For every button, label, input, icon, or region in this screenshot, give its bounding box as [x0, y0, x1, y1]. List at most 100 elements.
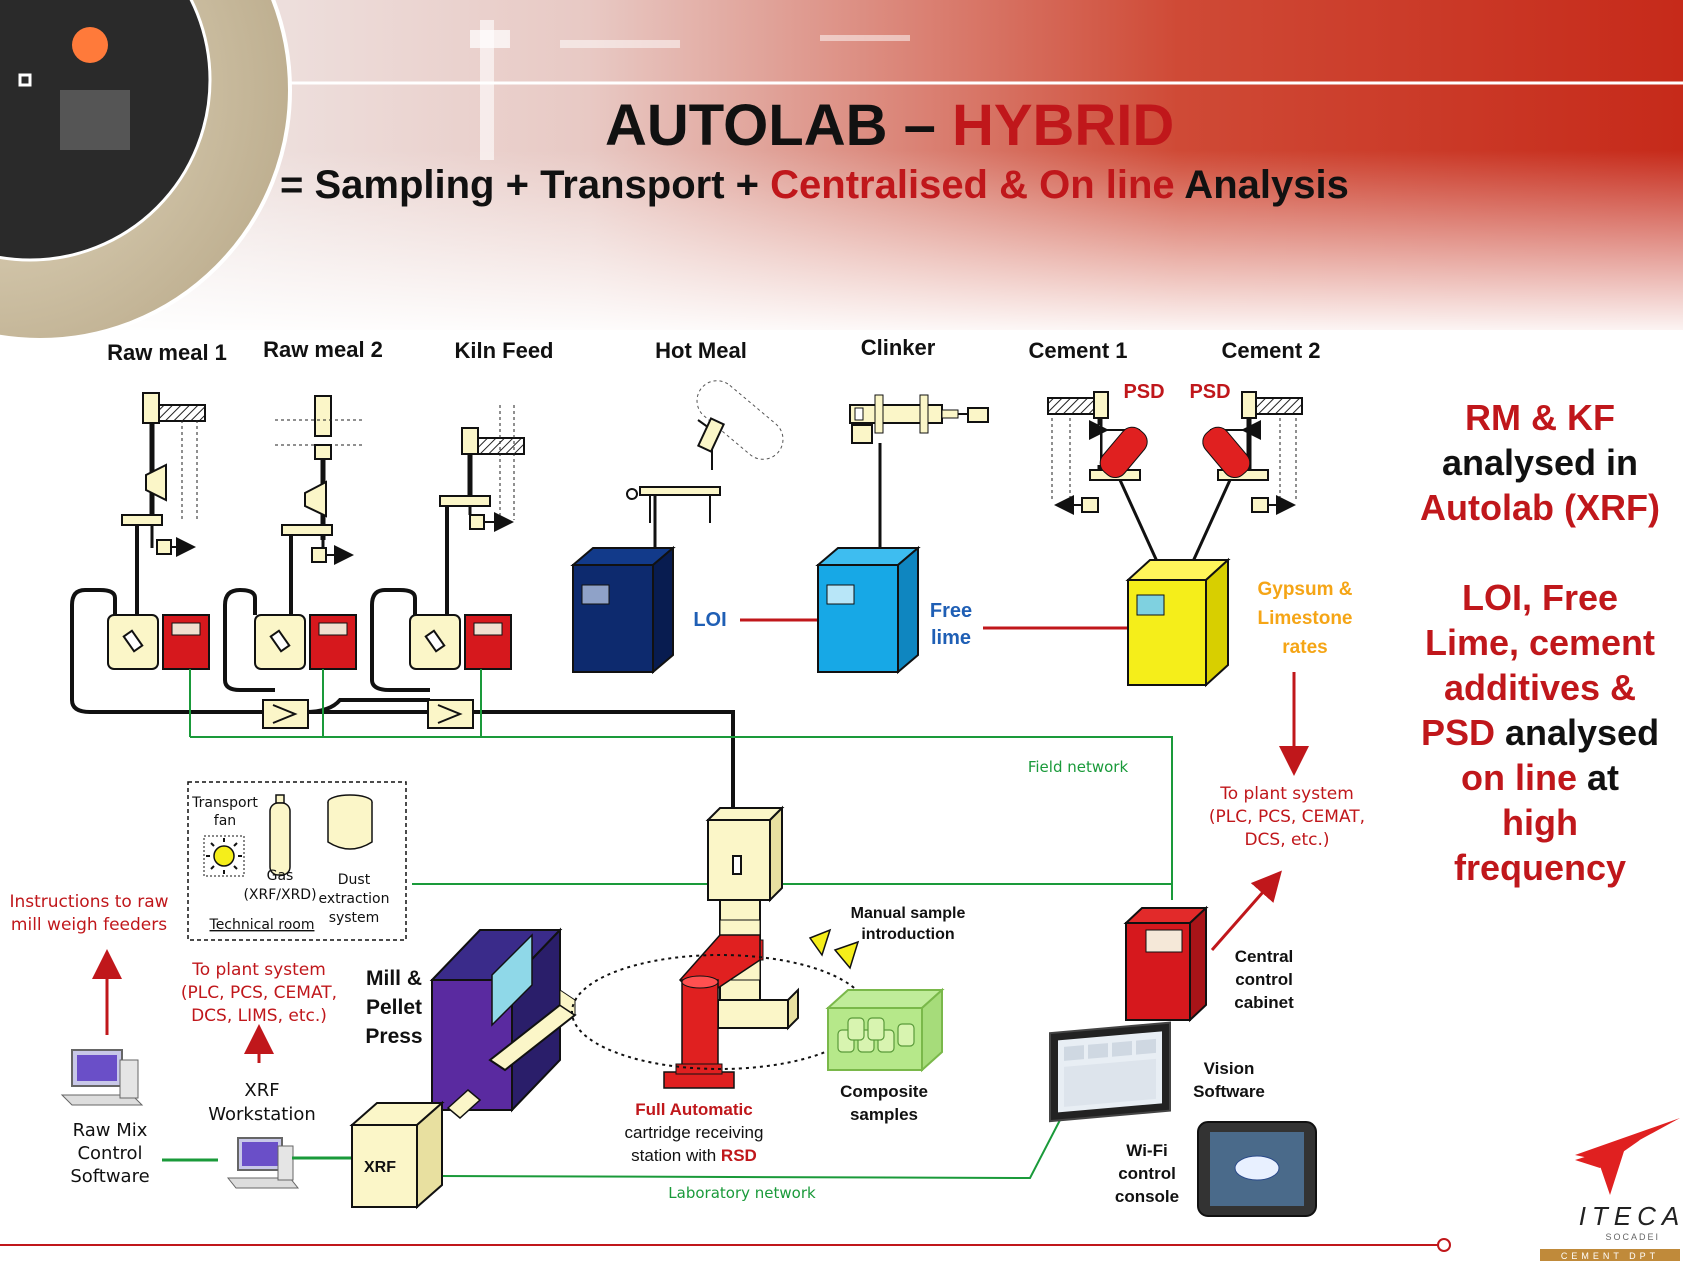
vision-line: Software — [1193, 1082, 1265, 1101]
sampler-raw-meal-2 — [275, 395, 365, 565]
sampler-cement-1 — [1047, 391, 1162, 569]
side-line: PSD analysed — [1421, 712, 1659, 753]
sample-introduction-icons — [808, 928, 860, 970]
central-cabinet-label: Central control cabinet — [1234, 947, 1294, 1012]
mill-press-line: Mill & — [366, 967, 422, 990]
plant-system-left: To plant system (PLC, PCS, CEMAT, DCS, L… — [181, 960, 337, 1063]
lab-network-main — [439, 1119, 1061, 1180]
field-network-lines — [189, 669, 1173, 900]
diverter-valve-1 — [262, 699, 309, 729]
mill-press-line: Press — [365, 1025, 422, 1048]
cabinet-up-arrow — [1210, 870, 1282, 951]
plant-right-line: To plant system — [1219, 784, 1354, 804]
iteca-logo: ITECA SOCADEI CEMENT DPT — [1540, 1118, 1680, 1261]
transport-pipes — [70, 506, 735, 815]
plant-left-line: DCS, LIMS, etc.) — [191, 1006, 327, 1026]
stream-label: Kiln Feed — [454, 338, 553, 363]
sampler-clinker — [849, 394, 989, 555]
sender-raw-meal-2 — [254, 614, 357, 670]
sender-raw-meal-1 — [107, 614, 210, 670]
wifi-tablet-icon — [1197, 1121, 1317, 1217]
stream-label: Cement 2 — [1221, 338, 1320, 363]
page-title: AUTOLAB – HYBRID — [605, 93, 1174, 158]
dust-label: system — [329, 910, 380, 926]
gas-bottle-icon — [269, 794, 291, 876]
corner-marker-icon — [18, 73, 32, 87]
diverter-valve-2 — [427, 699, 474, 729]
side-line: analysed in — [1442, 442, 1638, 483]
cement-analyzer-cabinet — [1125, 557, 1231, 688]
stream-label: Raw meal 1 — [107, 340, 227, 365]
mill-pellet-press — [429, 927, 577, 1119]
dust-label: Dust — [338, 872, 371, 888]
plant-left-line: To plant system — [191, 960, 326, 980]
technical-room-label: Technical room — [209, 917, 315, 933]
station-label: Full Automatic cartridge receiving stati… — [625, 1100, 764, 1165]
station-line: Full Automatic — [635, 1100, 752, 1119]
gypsum-line-2: Limestone — [1257, 608, 1352, 629]
side-line: high — [1502, 802, 1578, 843]
gypsum-line-3: rates — [1282, 637, 1327, 658]
side-line: RM & KF — [1465, 397, 1615, 438]
xrf-label: XRF — [364, 1159, 396, 1176]
sampler-hot-meal — [626, 380, 784, 550]
cabinet-line: cabinet — [1234, 993, 1294, 1012]
sampler-raw-meal-1 — [121, 392, 206, 557]
loi-label: LOI — [693, 609, 726, 631]
lab-network-label: Laboratory network — [668, 1184, 816, 1202]
dust-extraction-icon — [327, 794, 373, 850]
side-line: on line at — [1461, 757, 1619, 798]
raw-mix-line: Control — [77, 1143, 142, 1164]
side-line: additives & — [1444, 667, 1636, 708]
plant-system-right: To plant system (PLC, PCS, CEMAT, DCS, e… — [1209, 784, 1365, 850]
central-control-cabinet — [1123, 905, 1209, 1023]
instructions-line: mill weigh feeders — [11, 915, 167, 935]
side-line: Autolab (XRF) — [1420, 487, 1660, 528]
xrf-analyzer: XRF — [349, 1100, 445, 1210]
vision-label: Vision Software — [1193, 1059, 1265, 1101]
stream-label: Raw meal 2 — [263, 337, 383, 362]
raw-mix-label: Raw Mix Control Software — [70, 1120, 149, 1187]
instructions-block: Instructions to raw mill weigh feeders — [9, 892, 169, 1035]
raw-mix-line: Software — [70, 1166, 149, 1187]
psd-label: PSD — [1189, 381, 1230, 403]
wifi-line: control — [1118, 1164, 1176, 1183]
stream-label: Clinker — [861, 335, 936, 360]
free-lime-label-1: Free — [930, 600, 972, 622]
psd-labels: PSD PSD — [1116, 377, 1238, 407]
lab-network-lines — [162, 1156, 352, 1162]
composite-samples — [825, 987, 945, 1073]
vision-line: Vision — [1204, 1059, 1255, 1078]
stream-label: Hot Meal — [655, 338, 747, 363]
instructions-line: Instructions to raw — [9, 892, 168, 912]
side-line: Lime, cement — [1425, 622, 1655, 663]
wifi-line: Wi-Fi — [1126, 1141, 1167, 1160]
footer-dot — [1437, 1238, 1451, 1252]
cabinet-line: Central — [1235, 947, 1294, 966]
logo-sub2: CEMENT DPT — [1561, 1251, 1659, 1261]
corner-photo — [0, 0, 292, 342]
side-line: LOI, Free — [1462, 577, 1618, 618]
sender-kiln-feed — [409, 614, 512, 670]
sampler-kiln-feed — [439, 405, 525, 532]
vision-monitor-icon — [1049, 1021, 1171, 1123]
gypsum-line-1: Gypsum & — [1257, 579, 1352, 600]
gas-label: (XRF/XRD) — [243, 887, 316, 903]
free-lime-label-2: lime — [931, 627, 971, 649]
composite-line: samples — [850, 1105, 918, 1124]
raw-mix-computer-icon — [60, 1049, 144, 1106]
side-panel: RM & KF analysed in Autolab (XRF) LOI, F… — [1420, 397, 1660, 888]
composite-label: Composite samples — [840, 1082, 928, 1124]
sampler-cement-2 — [1188, 391, 1303, 569]
loi-analyzer-cabinet — [570, 545, 676, 675]
fan-label: fan — [214, 813, 236, 829]
station-line: cartridge receiving — [625, 1123, 764, 1142]
dust-label: extraction — [319, 891, 390, 907]
manual-intro-label: Manual sample introduction — [851, 905, 966, 943]
logo-sub1: SOCADEI — [1605, 1232, 1660, 1242]
mill-press-label: Mill & Pellet Press — [365, 967, 422, 1048]
wifi-line: console — [1115, 1187, 1179, 1206]
manual-line: Manual sample — [851, 905, 966, 922]
header-background — [0, 0, 1683, 340]
